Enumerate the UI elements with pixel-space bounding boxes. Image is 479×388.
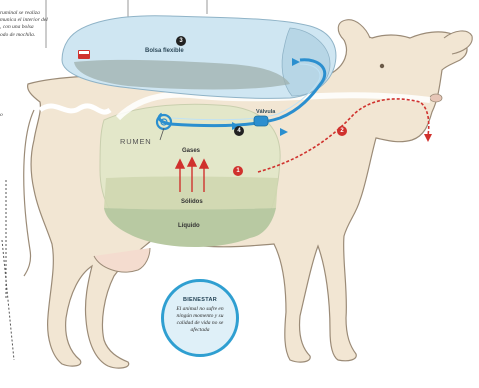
side-text-line: , con una bolsa	[0, 24, 48, 31]
bag-label: Bolsa flexible	[145, 48, 184, 54]
red-flow-arrowhead	[424, 134, 432, 142]
wellbeing-title: BIENESTAR	[164, 297, 236, 303]
side-text-mid: o	[0, 112, 3, 119]
gases-label: Gases	[182, 148, 200, 154]
cow-tail	[24, 110, 34, 276]
bag-device-label	[79, 51, 89, 54]
step-marker-2: 2	[337, 126, 347, 136]
cow-ear-left	[338, 20, 370, 40]
step-marker-3: 3	[176, 36, 186, 46]
rumen-label: RUMEN	[120, 137, 152, 146]
side-text-top: ruminal se realiza munica el interior de…	[0, 10, 48, 39]
step-marker-4: 4	[234, 126, 244, 136]
valve	[254, 116, 268, 126]
wellbeing-callout: BIENESTAR El animal no sufre en ningún m…	[161, 279, 239, 357]
dashed-guide-2	[2, 240, 14, 360]
liquid-label: Líquido	[178, 223, 200, 229]
side-text-line: ruminal se realiza	[0, 10, 48, 17]
cow-eye	[380, 64, 384, 68]
side-text-line: odo de mochila.	[0, 32, 48, 39]
side-text-line: munica el interior del	[0, 17, 48, 24]
cow-nose	[430, 94, 442, 102]
valve-label: Válvula	[256, 109, 275, 115]
wellbeing-body: El animal no sufre en ningún momento y s…	[164, 306, 236, 334]
solids-label: Sólidos	[181, 199, 203, 205]
step-marker-1: 1	[233, 166, 243, 176]
